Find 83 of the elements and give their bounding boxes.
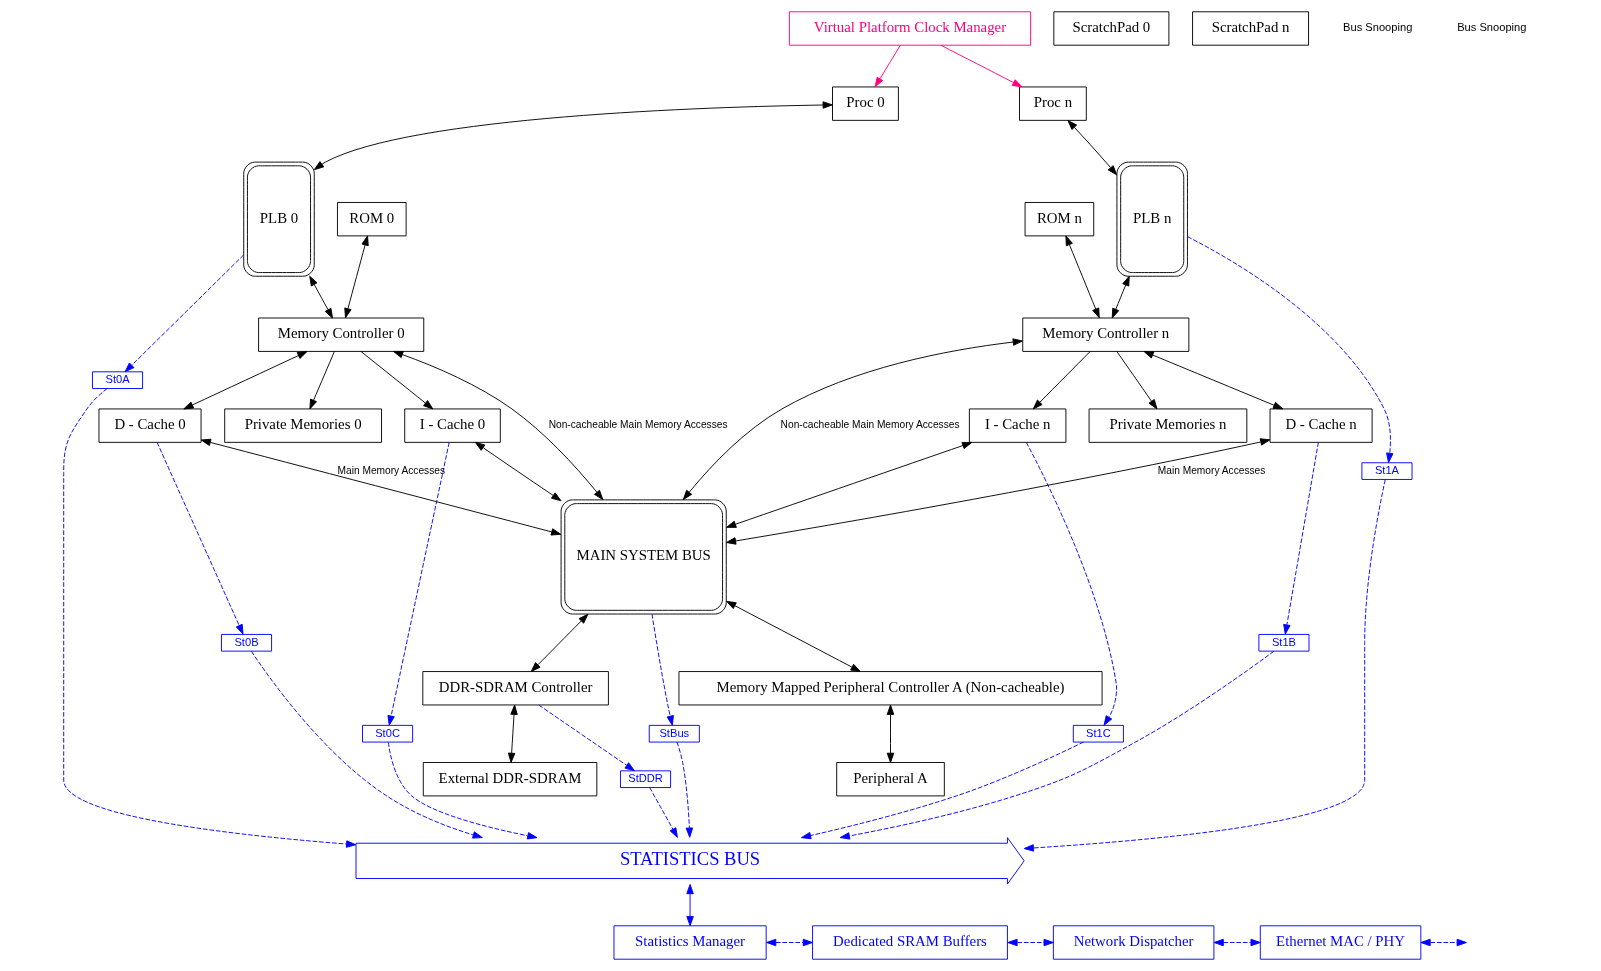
arrow xyxy=(874,44,901,88)
arrow xyxy=(1067,120,1118,176)
arrow xyxy=(839,650,1275,840)
node-box: Memory Mapped Peripheral Controller A (Non-cacheable) xyxy=(678,671,1103,706)
arrow xyxy=(800,741,1084,840)
arrow xyxy=(63,388,357,848)
node-box: Statistics Manager xyxy=(613,925,767,960)
node-box: I - Cache 0 xyxy=(404,408,501,443)
arrow xyxy=(393,351,604,500)
arrow xyxy=(1025,442,1118,726)
edge-label: Non-cacheable Main Memory Accesses xyxy=(548,419,728,431)
arrow xyxy=(360,351,434,410)
arrow xyxy=(387,741,538,840)
node-box: St1A xyxy=(1361,462,1413,480)
node-box: Proc n xyxy=(1019,86,1087,121)
node-box: D - Cache 0 xyxy=(98,408,202,443)
arrow xyxy=(530,613,589,672)
arrow xyxy=(1111,275,1130,319)
arrow xyxy=(1283,441,1319,635)
node-box: Virtual Platform Clock Manager xyxy=(788,11,1032,46)
arrow xyxy=(725,438,1271,545)
arrow xyxy=(344,235,369,319)
arrow xyxy=(1213,938,1261,947)
node-box: St0A xyxy=(92,371,144,389)
arrow xyxy=(1143,351,1284,410)
arrow xyxy=(651,613,674,726)
node-box: StDDR xyxy=(620,770,672,788)
arrow xyxy=(1420,938,1467,947)
arrow xyxy=(156,441,244,635)
arrow xyxy=(682,338,1023,500)
arrow xyxy=(940,44,1023,88)
arrow xyxy=(1065,235,1100,319)
arrow xyxy=(313,101,833,171)
node-box: Dedicated SRAM Buffers xyxy=(812,925,1008,960)
node-box: MAIN SYSTEM BUS xyxy=(560,499,727,615)
arrow xyxy=(538,704,635,772)
node-box: ROM n xyxy=(1024,202,1095,237)
node-box: St1C xyxy=(1072,724,1124,743)
label: Bus Snooping xyxy=(1457,21,1527,34)
node-box: Memory Controller 0 xyxy=(258,317,425,352)
arrow xyxy=(309,275,333,319)
node-box: ROM 0 xyxy=(337,202,407,237)
node-box: St0B xyxy=(221,633,273,652)
label: Bus Snooping xyxy=(1343,21,1413,34)
arrow xyxy=(726,600,861,672)
arrow xyxy=(250,650,483,839)
node-box: Peripheral A xyxy=(836,762,945,797)
node-box: Memory Controller n xyxy=(1022,317,1190,352)
node-box: DDR-SDRAM Controller xyxy=(422,671,609,706)
arrow xyxy=(726,441,973,528)
arrow xyxy=(507,704,518,763)
node-box: D - Cache n xyxy=(1269,408,1373,443)
node-box: External DDR-SDRAM xyxy=(422,762,598,797)
edge-label: Main Memory Accesses xyxy=(337,464,446,476)
node-box: ScratchPad n xyxy=(1192,11,1309,46)
node-box: Network Dispatcher xyxy=(1052,925,1215,960)
arrow xyxy=(183,351,308,410)
node-box: Proc 0 xyxy=(832,86,899,121)
node-box: StBus xyxy=(648,724,700,743)
edge-label: Main Memory Accesses xyxy=(1157,464,1266,476)
arrow xyxy=(1007,938,1054,947)
node-box: St1B xyxy=(1258,633,1310,652)
edge-label: Non-cacheable Main Memory Accesses xyxy=(780,419,960,431)
node-box: Private Memories n xyxy=(1088,408,1248,443)
arrow xyxy=(649,787,678,838)
arrow xyxy=(124,254,245,373)
arrow xyxy=(676,741,694,838)
arrow xyxy=(1187,236,1394,463)
arrow xyxy=(1023,479,1386,852)
arrow xyxy=(474,441,562,502)
node-box: I - Cache n xyxy=(968,408,1067,443)
arrow xyxy=(309,351,335,410)
arrow xyxy=(387,442,450,726)
arrow xyxy=(1032,351,1091,410)
node-box: Private Memories 0 xyxy=(224,408,382,443)
node-box: St0C xyxy=(362,724,414,743)
arrow xyxy=(686,883,694,927)
arrow xyxy=(886,704,895,763)
arrow xyxy=(200,438,562,536)
arrow xyxy=(766,938,813,947)
node-box: Ethernet MAC / PHY xyxy=(1259,925,1422,960)
arrow xyxy=(1116,351,1158,410)
node-box: ScratchPad 0 xyxy=(1053,11,1170,46)
